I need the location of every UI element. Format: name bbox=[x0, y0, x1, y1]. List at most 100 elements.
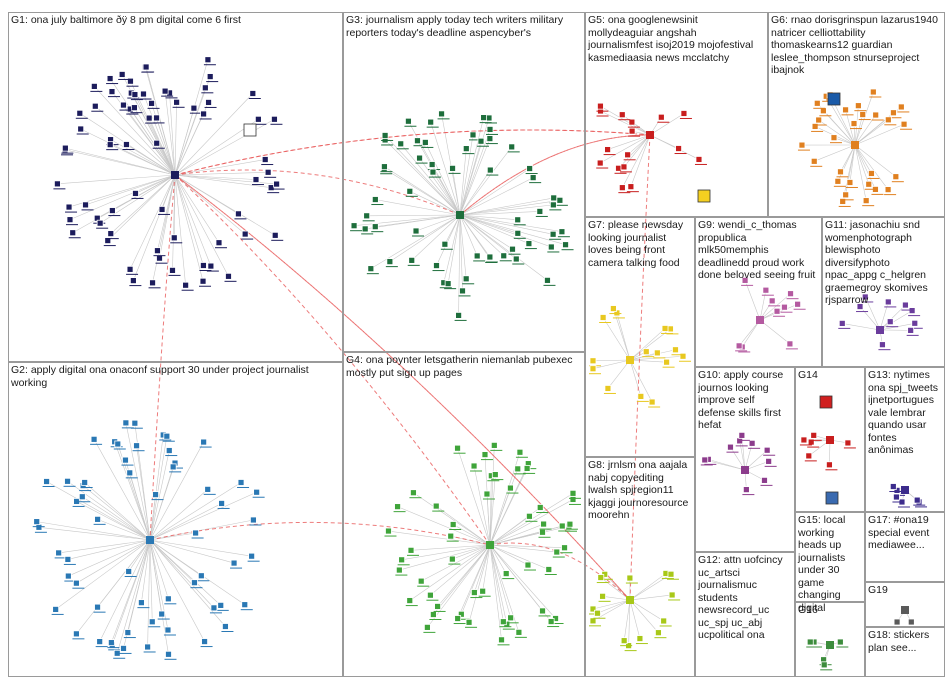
graph-node bbox=[872, 111, 880, 119]
graph-node bbox=[459, 287, 466, 295]
graph-node bbox=[675, 145, 682, 152]
graph-node bbox=[94, 515, 102, 523]
graph-node bbox=[207, 262, 215, 270]
graph-edge bbox=[459, 214, 518, 221]
hub-node bbox=[626, 356, 634, 364]
graph-node bbox=[249, 90, 257, 97]
graph-node bbox=[741, 276, 749, 284]
graph-edge bbox=[76, 501, 151, 541]
graph-node bbox=[589, 617, 597, 625]
graph-edge bbox=[109, 78, 176, 176]
graph-edge bbox=[459, 214, 554, 235]
graph-edge bbox=[432, 171, 461, 216]
graph-node bbox=[556, 196, 564, 204]
graph-node bbox=[201, 638, 208, 645]
graph-edge bbox=[65, 147, 176, 176]
group-panel-g18 bbox=[865, 627, 945, 677]
graph-node bbox=[230, 559, 238, 567]
graph-edge bbox=[854, 144, 872, 174]
graph-edge bbox=[814, 144, 856, 162]
graph-edge bbox=[473, 465, 491, 546]
group-panel-g3 bbox=[343, 12, 585, 352]
graph-node bbox=[271, 231, 279, 239]
graph-edge bbox=[149, 539, 221, 606]
graph-edge bbox=[147, 539, 151, 647]
graph-edge bbox=[421, 544, 491, 582]
graph-edge bbox=[459, 214, 566, 245]
graph-node bbox=[106, 141, 114, 149]
graph-node bbox=[120, 645, 127, 652]
graph-node bbox=[547, 618, 555, 625]
graph-node bbox=[815, 116, 823, 124]
graph-node bbox=[626, 574, 634, 582]
graph-node bbox=[254, 115, 262, 123]
graph-node bbox=[597, 574, 605, 581]
graph-edge bbox=[76, 539, 151, 635]
graph-node bbox=[627, 183, 635, 191]
graph-node bbox=[54, 180, 61, 188]
graph-edge bbox=[459, 169, 491, 216]
graph-node bbox=[748, 439, 756, 447]
graph-edge bbox=[837, 144, 856, 182]
graph-node bbox=[427, 118, 435, 126]
graph-edge bbox=[384, 168, 461, 216]
graph-edge bbox=[354, 214, 461, 226]
graph-node bbox=[457, 610, 465, 618]
graph-node bbox=[148, 618, 156, 626]
graph-edge bbox=[388, 530, 491, 546]
graph-edge bbox=[415, 214, 461, 232]
hub-node bbox=[876, 326, 884, 334]
graph-node bbox=[161, 87, 169, 95]
graph-edge bbox=[149, 482, 242, 541]
graph-node bbox=[77, 125, 85, 133]
graph-node bbox=[620, 637, 628, 645]
graph-node bbox=[469, 131, 477, 139]
graph-edge bbox=[459, 129, 491, 216]
graph-node bbox=[131, 419, 139, 427]
graph-edge bbox=[459, 134, 474, 216]
graph-edge bbox=[489, 468, 528, 546]
graph-node bbox=[604, 146, 611, 153]
graph-node bbox=[514, 216, 522, 224]
graph-edge bbox=[366, 214, 461, 217]
graph-edge bbox=[489, 474, 496, 546]
graph-edge bbox=[107, 174, 176, 241]
graph-node bbox=[536, 504, 544, 511]
graph-edge bbox=[149, 539, 235, 564]
graph-node bbox=[599, 592, 606, 600]
graph-edge bbox=[129, 472, 151, 541]
graph-node bbox=[525, 240, 533, 247]
graph-edge bbox=[419, 157, 461, 216]
graph-edge bbox=[630, 134, 651, 187]
graph-edge bbox=[854, 91, 874, 146]
graph-node bbox=[107, 230, 115, 238]
graph-edge bbox=[174, 174, 212, 267]
graph-node bbox=[500, 252, 508, 260]
graph-node bbox=[655, 629, 662, 637]
hub-node bbox=[851, 141, 859, 149]
graph-node bbox=[781, 303, 788, 311]
graph-edge bbox=[174, 174, 204, 266]
graph-edge bbox=[46, 481, 151, 541]
graph-edge bbox=[384, 139, 461, 216]
graph-node bbox=[773, 307, 781, 315]
group-panel-g6 bbox=[768, 12, 945, 217]
graph-node bbox=[890, 109, 897, 117]
graph-edge bbox=[114, 441, 151, 541]
graph-edge bbox=[399, 544, 491, 571]
logo-icon bbox=[819, 395, 833, 409]
graph-node bbox=[205, 99, 212, 106]
graph-node bbox=[738, 431, 746, 439]
graph-node bbox=[65, 203, 73, 211]
graph-node bbox=[515, 628, 523, 636]
graph-node bbox=[668, 591, 676, 599]
graph-node bbox=[225, 272, 232, 280]
graph-node bbox=[514, 229, 522, 237]
graph-node bbox=[264, 168, 272, 176]
graph-node bbox=[394, 503, 401, 511]
graph-edge bbox=[458, 214, 461, 316]
graph-node bbox=[618, 184, 626, 192]
graph-node bbox=[165, 650, 172, 658]
graph-node bbox=[82, 201, 89, 209]
graph-edge bbox=[629, 594, 673, 601]
